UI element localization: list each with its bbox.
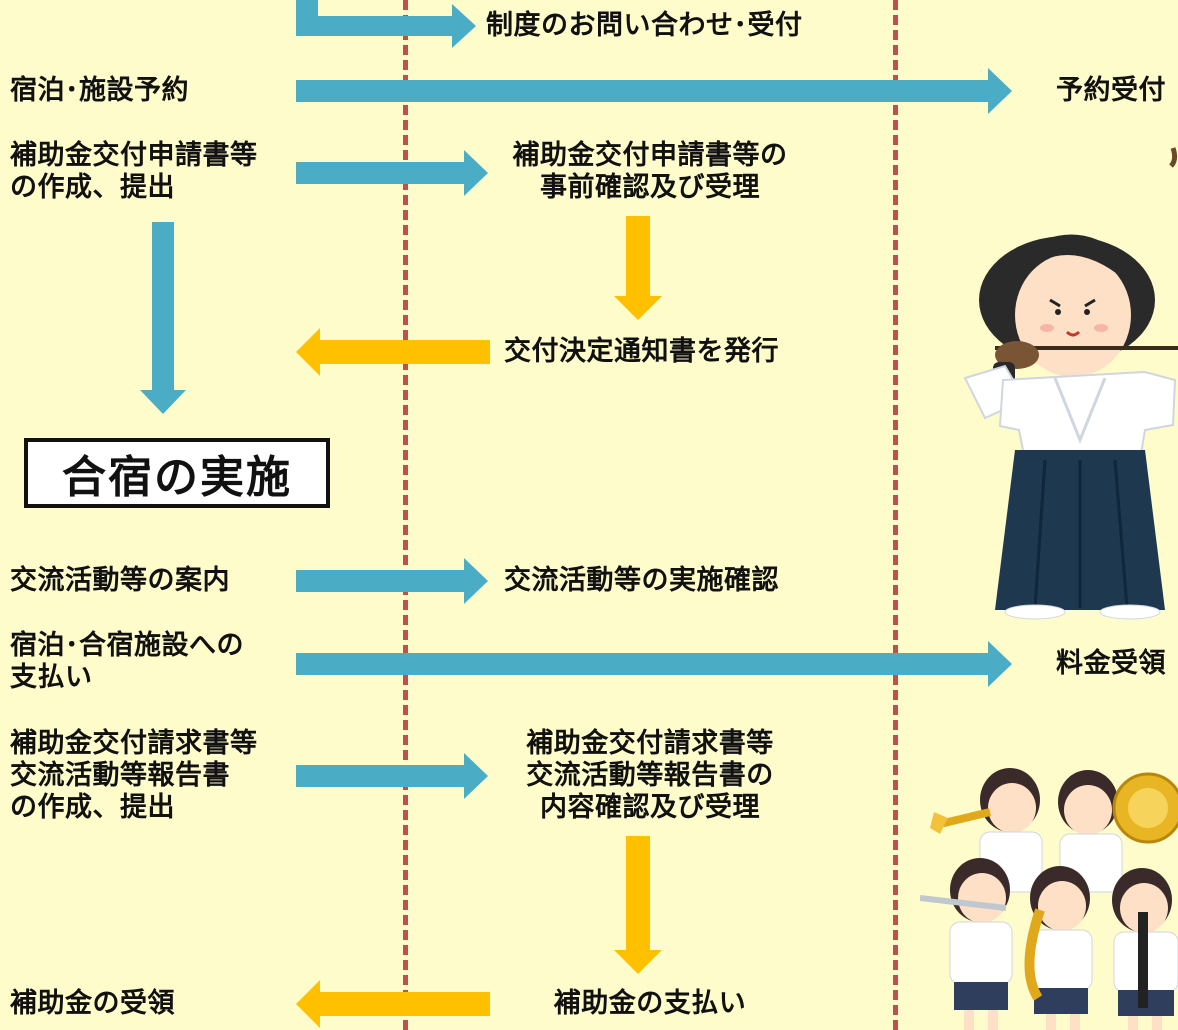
column-divider-right <box>893 0 898 1030</box>
claim-check-line-2: 交流活動等報告書の <box>526 760 774 791</box>
exchange-guide-label: 交流活動等の案内 <box>10 565 230 596</box>
brass-band-students-illustration <box>920 768 1178 1030</box>
application-check-line-2: 事前確認及び受理 <box>540 172 760 203</box>
arrow-inquiry <box>296 0 476 48</box>
claim-check-line-3: 内容確認及び受理 <box>540 792 760 823</box>
claim-check-line-1: 補助金交付請求書等 <box>526 728 774 759</box>
claim-submit-line-1: 補助金交付請求書等 <box>10 728 258 759</box>
arrow-exchange <box>296 558 488 604</box>
booking-accept-label: 予約受付 <box>1056 75 1166 106</box>
subsidy-receipt-label: 補助金の受領 <box>10 988 175 1019</box>
arrow-subsidy-payment <box>296 980 490 1028</box>
decision-notice-label: 交付決定通知書を発行 <box>504 336 779 367</box>
inquiry-label: 制度のお問い合わせ･受付 <box>486 10 803 41</box>
payment-line-2: 支払い <box>10 662 93 693</box>
application-submit-line-1: 補助金交付申請書等 <box>10 140 258 171</box>
fee-receipt-label: 料金受領 <box>1056 648 1166 679</box>
claim-submit-line-2: 交流活動等報告書 <box>10 760 230 791</box>
camp-execution-box: 合宿の実施 <box>24 438 330 508</box>
column-divider-left <box>403 0 408 1030</box>
camp-execution-label: 合宿の実施 <box>62 452 292 503</box>
arrow-decision-notice <box>296 328 490 376</box>
arrow-down-payment <box>614 836 662 974</box>
kyudo-archer-illustration <box>963 147 1178 620</box>
application-submit-line-2: の作成、提出 <box>10 172 175 203</box>
arrow-booking <box>296 68 1012 114</box>
arrow-down-decision <box>614 216 662 320</box>
arrow-down-to-camp <box>140 222 186 414</box>
arrow-payment <box>296 641 1012 687</box>
accommodation-booking-label: 宿泊･施設予約 <box>10 75 189 106</box>
arrow-application <box>296 150 488 196</box>
claim-submit-line-3: の作成、提出 <box>10 792 175 823</box>
application-check-line-1: 補助金交付申請書等の <box>512 140 788 171</box>
subsidy-payment-label: 補助金の支払い <box>553 988 747 1019</box>
arrow-claim <box>296 753 488 799</box>
exchange-confirm-label: 交流活動等の実施確認 <box>504 565 779 596</box>
payment-line-1: 宿泊･合宿施設への <box>10 630 244 661</box>
